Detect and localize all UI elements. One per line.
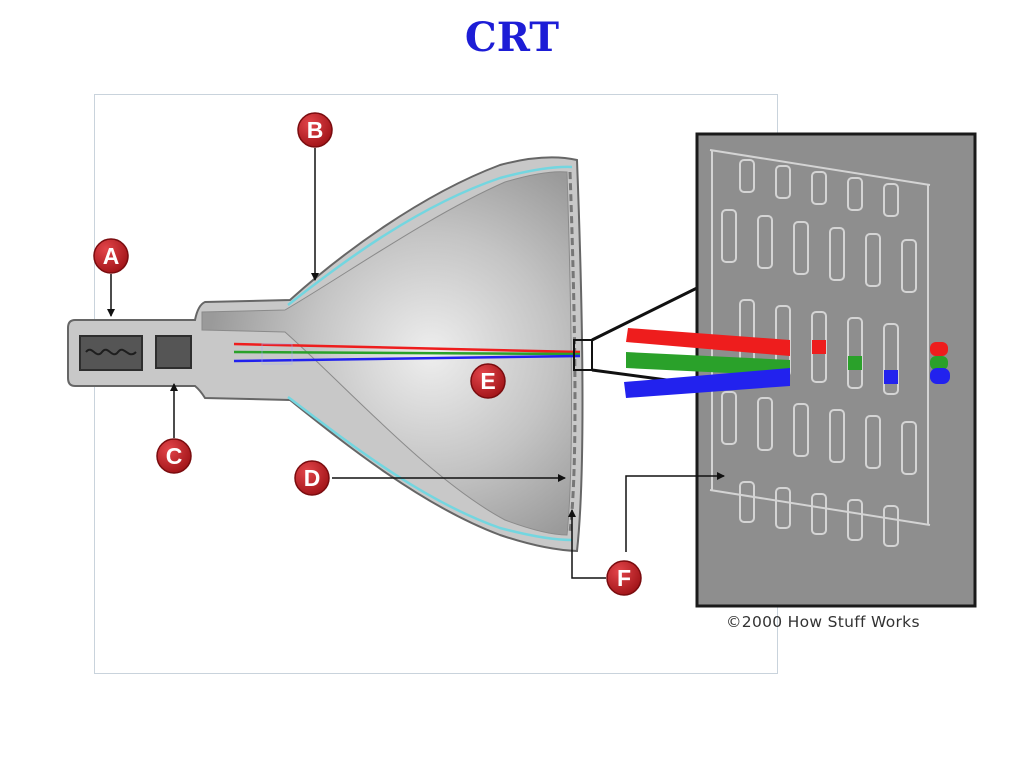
label-e-text: E	[480, 368, 495, 394]
shadow-mask-detail	[624, 132, 977, 608]
leader-f-screen	[568, 509, 606, 579]
leader-lines	[107, 148, 725, 579]
label-d-text: D	[304, 465, 321, 491]
beam-red-exit	[930, 342, 948, 356]
beam-red-through-slot	[812, 340, 826, 354]
beam-green-through-slot	[848, 356, 862, 370]
label-a-text: A	[103, 243, 120, 269]
electron-beams	[233, 342, 581, 365]
beam-green-exit	[930, 356, 948, 370]
beam-blue-exit	[930, 368, 950, 384]
magnified-beam-green	[626, 352, 790, 376]
label-c: C	[156, 438, 192, 474]
magnified-beam-red	[626, 328, 790, 356]
heater-filament-icon	[85, 348, 137, 356]
control-grid	[155, 335, 192, 369]
copyright-credit: ©2000 How Stuff Works	[726, 613, 920, 631]
label-d: D	[294, 460, 330, 496]
label-f-text: F	[617, 565, 631, 591]
beam-blue-through-slot	[884, 370, 898, 384]
phosphor-coating-lower	[287, 396, 573, 542]
label-b-text: B	[307, 117, 324, 143]
zoom-box	[573, 339, 593, 371]
phosphor-coating	[287, 165, 573, 306]
zoom-line-top	[591, 286, 698, 342]
shadow-mask-edge	[568, 171, 577, 533]
leader-f-mask	[625, 472, 725, 552]
label-f: F	[606, 560, 642, 596]
label-e: E	[470, 363, 506, 399]
label-a: A	[93, 238, 129, 274]
label-c-text: C	[166, 443, 183, 469]
beam-focus-marker	[261, 343, 293, 365]
magnified-beam-blue	[624, 368, 790, 398]
mask-slots	[709, 149, 931, 547]
slide-title: CRT	[464, 14, 560, 61]
label-b: B	[297, 112, 333, 148]
